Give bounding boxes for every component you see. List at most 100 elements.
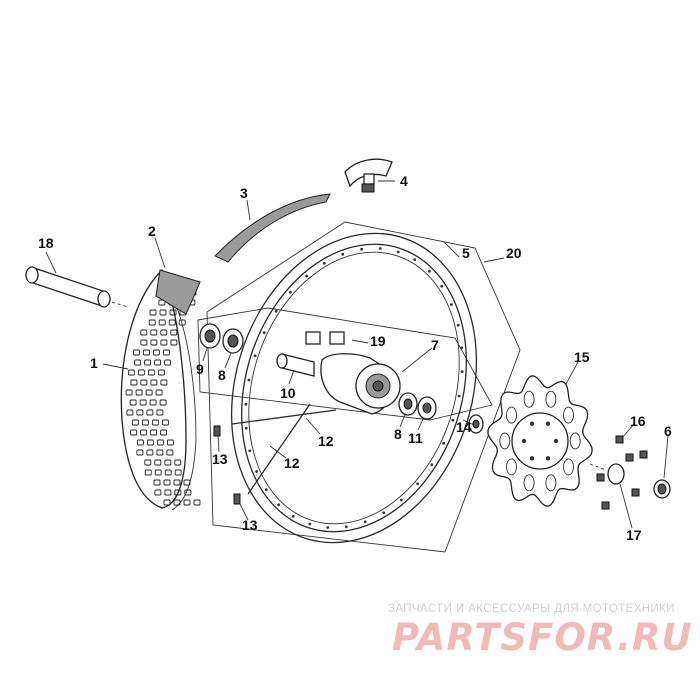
rim-spoke-hole xyxy=(344,525,348,529)
tread-knob xyxy=(160,379,168,386)
tread-knob xyxy=(127,369,135,376)
tread-knob xyxy=(161,419,169,426)
rim-spoke-hole xyxy=(456,323,460,327)
rim-spoke-hole xyxy=(289,290,292,294)
tread-knob xyxy=(142,349,150,356)
rim-spoke-hole xyxy=(291,515,295,518)
tread-knob xyxy=(150,329,158,336)
callout-18: 18 xyxy=(38,235,54,251)
tread-knob xyxy=(135,389,143,396)
tread-knob xyxy=(140,429,148,436)
tread-knob xyxy=(154,359,162,366)
watermark-logo: PARTSFOR.RU xyxy=(392,616,693,659)
tread-knob xyxy=(151,419,159,426)
hub-kit-outline xyxy=(197,307,493,421)
rim-spoke-hole xyxy=(308,522,312,526)
spoke-nipple-upper xyxy=(213,425,221,437)
tread-knob xyxy=(130,379,138,386)
rim-spoke-hole xyxy=(428,269,431,273)
brake-disc xyxy=(487,375,593,507)
disc-bolts xyxy=(596,435,648,510)
bearing-right xyxy=(398,392,418,416)
tread-knob xyxy=(125,389,133,396)
watermark-tagline: ЗАПЧАСТИ И АКСЕССУАРЫ ДЛЯ МОТОТЕХНИКИ xyxy=(388,603,675,615)
tread-knob xyxy=(140,329,148,336)
tread-knob xyxy=(144,469,152,476)
tread-knob xyxy=(157,369,165,376)
tread-knob xyxy=(164,359,172,366)
rim-spoke-hole xyxy=(253,354,257,358)
rim-spoke-hole xyxy=(430,463,434,467)
tread-knob xyxy=(170,329,178,336)
tread-knob xyxy=(163,499,171,506)
leader-lines xyxy=(45,180,669,529)
disc-cutout xyxy=(563,406,574,424)
disc-cutout xyxy=(523,390,535,408)
tread-knob xyxy=(146,409,154,416)
tread-knob xyxy=(183,479,191,486)
callout-13-upper: 13 xyxy=(212,451,228,467)
tread-knob xyxy=(139,399,147,406)
wheel-assembly-outline xyxy=(206,221,521,553)
seal-right xyxy=(417,396,437,420)
hub xyxy=(320,353,401,415)
rim-spoke-hole xyxy=(396,250,400,254)
seal-left xyxy=(199,323,221,349)
disc-cutout xyxy=(569,432,581,450)
tread-knob xyxy=(136,439,144,446)
tread-knob xyxy=(183,499,191,506)
tread-knob xyxy=(164,489,172,496)
rim-spoke-hole xyxy=(450,303,453,306)
rim-spoke-hole xyxy=(440,284,444,288)
tread-knob xyxy=(140,379,148,386)
rim-band xyxy=(155,269,201,315)
hub-caps xyxy=(305,331,345,345)
callout-10: 10 xyxy=(280,385,296,401)
disc-cutout xyxy=(545,390,557,408)
tread-knob xyxy=(131,419,139,426)
rim-spoke-hole xyxy=(363,520,367,524)
tread-knob xyxy=(150,339,158,346)
tread-knob xyxy=(174,459,182,466)
rim-spoke-hole xyxy=(378,247,382,250)
tire xyxy=(120,268,201,511)
disc-cutout xyxy=(563,458,574,476)
callout-5: 5 xyxy=(462,245,470,261)
tread-knob xyxy=(159,309,167,316)
rim-spoke-hole xyxy=(341,252,345,256)
callout-13-lower: 13 xyxy=(242,517,258,533)
rim-spoke-hole xyxy=(322,261,326,265)
tread-knob xyxy=(166,449,174,456)
rim-spoke-hole xyxy=(247,378,251,382)
tread-knob xyxy=(168,319,176,326)
callout-9: 9 xyxy=(196,361,204,377)
tread-knob xyxy=(178,319,186,326)
callout-12-upper: 12 xyxy=(318,433,334,449)
callout-19: 19 xyxy=(370,333,386,349)
callout-3: 3 xyxy=(240,185,248,201)
tread-knob xyxy=(162,349,170,356)
rim-spoke-hole xyxy=(416,482,419,486)
tread-knob xyxy=(156,439,164,446)
tread-knob xyxy=(174,469,182,476)
callout-6: 6 xyxy=(664,423,672,439)
tread-knob xyxy=(150,429,158,436)
callout-11: 11 xyxy=(408,430,423,446)
tread-knob xyxy=(152,349,160,356)
callout-8-left: 8 xyxy=(218,367,226,383)
rim-lock xyxy=(344,158,393,193)
disc-bolt-hole xyxy=(521,438,527,444)
axle xyxy=(25,266,129,308)
tread-knob xyxy=(173,499,181,506)
tread-knob xyxy=(144,359,152,366)
disc-bolt-hole xyxy=(545,421,551,426)
callouts: 18 2 3 4 5 20 1 7 19 9 8 10 8 11 14 12 1… xyxy=(38,173,672,543)
tread-knob xyxy=(184,489,192,496)
tread-knob xyxy=(140,339,148,346)
tread-knob xyxy=(146,449,154,456)
spacer xyxy=(276,353,315,377)
callout-20: 20 xyxy=(506,245,522,261)
callout-16: 16 xyxy=(630,413,646,429)
tread-knob xyxy=(145,389,153,396)
disc-bolt-hole xyxy=(529,456,535,461)
